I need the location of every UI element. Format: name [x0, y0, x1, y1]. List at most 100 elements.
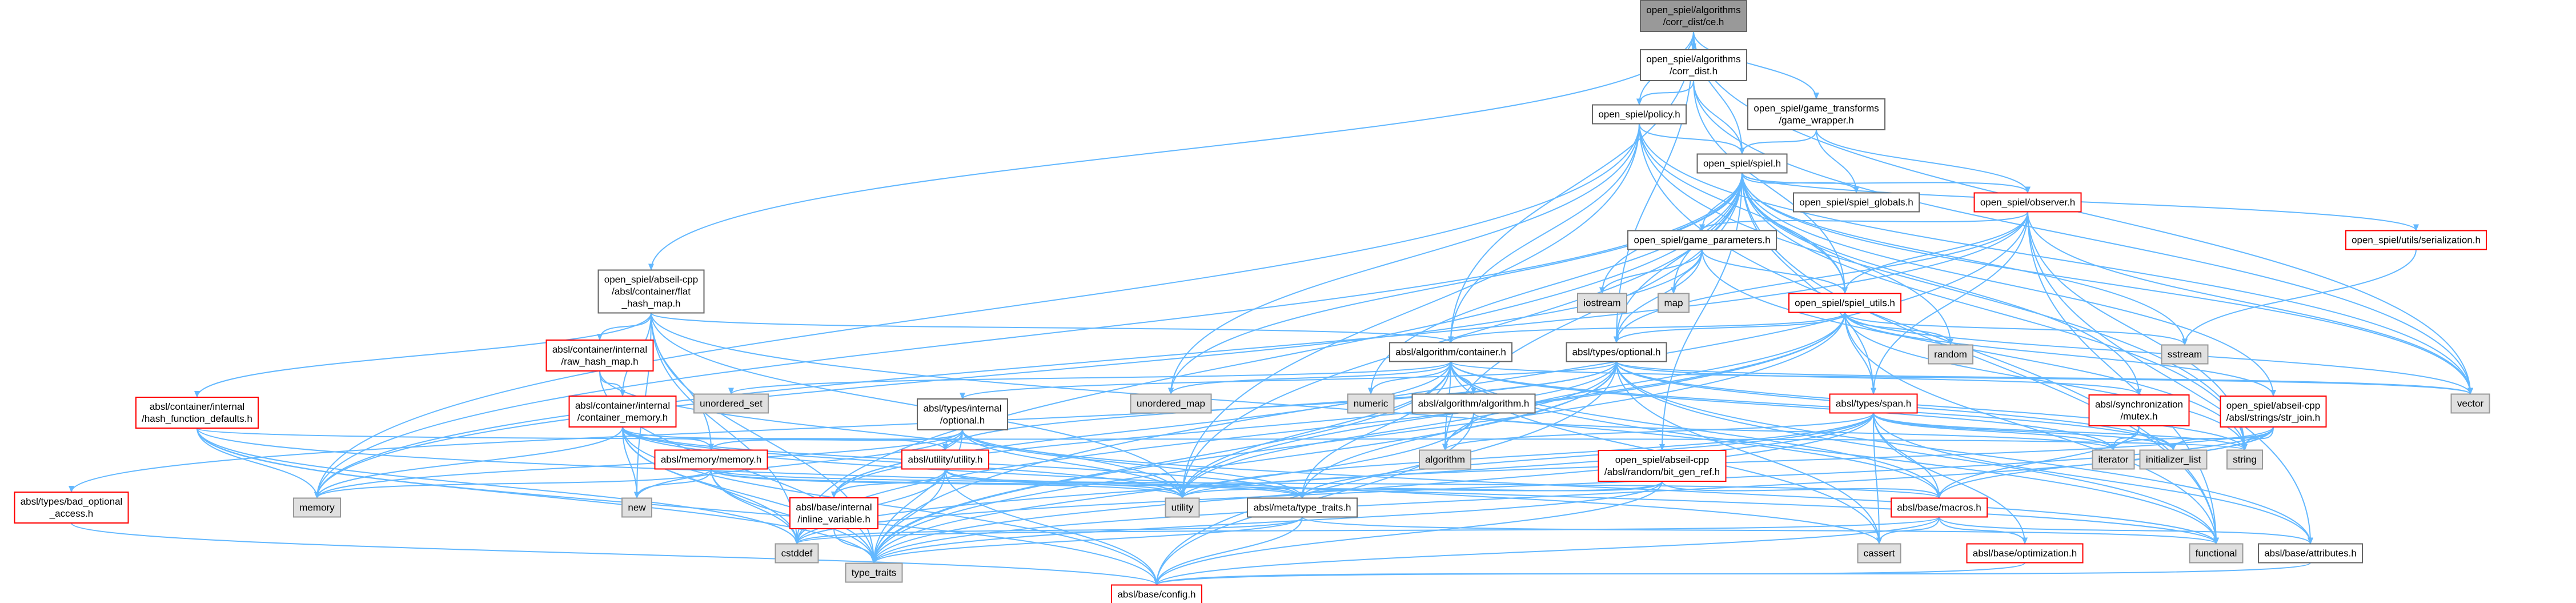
node-box — [1973, 192, 2082, 213]
edge-memory-memory-to-meta-type-traits — [711, 468, 1305, 499]
node-serialization[interactable]: open_spiel/utils/serialization.h — [2345, 230, 2487, 250]
edge-bit-gen-ref-to-s-utility — [1179, 481, 1663, 499]
node-box — [2220, 396, 2327, 428]
edge-raw-hash-map-to-container-memory — [599, 370, 625, 397]
edge-types-optional-to-base-attributes — [1616, 361, 2313, 545]
edge-observer-to-types-span — [1871, 211, 2028, 395]
edge-algorithm-container-to-s-unordered-map — [1168, 361, 1451, 395]
node-inline-variable[interactable]: absl/base/internal/inline_variable.h — [789, 497, 878, 529]
node-label: absl/base/optimization.h — [1973, 548, 2077, 559]
node-label: iterator — [2098, 454, 2129, 465]
node-algorithm-h[interactable]: absl/algorithm/algorithm.h — [1411, 393, 1536, 414]
edge-observer-to-s-type-traits — [871, 211, 2028, 564]
edge-types-span-to-s-utility — [1179, 413, 1874, 499]
node-box — [2226, 449, 2263, 470]
node-types-span[interactable]: absl/types/span.h — [1829, 393, 1918, 414]
edge-ce-to-flat-hash-map — [648, 31, 1694, 271]
edge-types-span-to-base-attributes — [1873, 413, 2313, 545]
edge-types-optional-to-s-functional — [1616, 361, 2219, 545]
edge-types-optional-to-s-type-traits — [871, 361, 1617, 564]
edge-spiel-utils-to-s-sstream — [1844, 312, 2188, 346]
edge-spiel-to-mutex — [1742, 173, 2142, 396]
node-box — [1747, 98, 1885, 130]
edge-bad-optional-to-base-config — [71, 522, 1159, 586]
node-s-algorithm: algorithm — [1419, 449, 1471, 470]
node-label: open_spiel/abseil-cpp — [1615, 454, 1709, 465]
node-box — [2161, 344, 2209, 365]
node-str-join[interactable]: open_spiel/abseil-cpp/absl/strings/str_j… — [2220, 396, 2327, 428]
node-internal-optional[interactable]: absl/types/internal/optional.h — [917, 398, 1008, 430]
node-box — [2450, 393, 2490, 414]
node-label: absl/algorithm/algorithm.h — [1418, 398, 1530, 409]
node-label: new — [628, 502, 646, 513]
node-label: map — [1664, 298, 1683, 309]
node-label: absl/utility/utility.h — [908, 454, 982, 465]
node-policy[interactable]: open_spiel/policy.h — [1592, 104, 1687, 125]
edge-algorithm-container-to-s-unordered-set — [728, 361, 1451, 395]
edge-observer-to-s-functional — [2027, 211, 2219, 545]
node-base-attributes[interactable]: absl/base/attributes.h — [2258, 543, 2363, 564]
node-container-memory[interactable]: absl/container/internal/container_memory… — [568, 396, 677, 428]
edge-base-macros-to-s-cassert — [1876, 517, 1940, 545]
node-flat-hash-map[interactable]: open_spiel/abseil-cpp/absl/container/fla… — [597, 269, 705, 314]
node-box — [1247, 497, 1358, 518]
node-label: absl/memory/memory.h — [661, 454, 761, 465]
edge-corr-dist-to-policy — [1636, 80, 1694, 106]
node-s-string: string — [2226, 449, 2263, 470]
node-utility-utility[interactable]: absl/utility/utility.h — [901, 449, 989, 470]
node-bad-optional[interactable]: absl/types/bad_optional_access.h — [14, 492, 129, 524]
edge-container-memory-to-s-memory — [314, 426, 623, 499]
node-box — [1658, 293, 1690, 313]
node-game-wrapper[interactable]: open_spiel/game_transforms/game_wrapper.… — [1747, 98, 1885, 130]
edge-observer-to-base-attributes — [2027, 211, 2313, 545]
node-corr-dist[interactable]: open_spiel/algorithms/corr_dist.h — [1640, 49, 1747, 81]
node-s-unordered-map: unordered_map — [1130, 393, 1212, 414]
node-label: _hash_map.h — [621, 298, 680, 309]
node-mutex[interactable]: absl/synchronization/mutex.h — [2088, 394, 2190, 426]
node-label: absl/types/bad_optional — [21, 496, 123, 507]
node-label: absl/meta/type_traits.h — [1253, 502, 1351, 513]
node-spiel-globals[interactable]: open_spiel/spiel_globals.h — [1793, 192, 1920, 213]
node-types-optional[interactable]: absl/types/optional.h — [1566, 342, 1667, 362]
edge-memory-memory-to-s-new — [634, 469, 712, 499]
node-s-iostream: iostream — [1577, 293, 1627, 313]
edge-observer-to-s-memory — [314, 211, 2028, 499]
node-raw-hash-map[interactable]: absl/container/internal/raw_hash_map.h — [545, 340, 654, 372]
node-memory-memory[interactable]: absl/memory/memory.h — [654, 449, 768, 470]
node-box — [1788, 293, 1901, 313]
edge-memory-memory-to-s-memory — [314, 469, 712, 499]
node-spiel-utils[interactable]: open_spiel/spiel_utils.h — [1788, 293, 1901, 313]
node-label: /raw_hash_map.h — [561, 356, 638, 367]
node-label: /absl/strings/str_join.h — [2226, 412, 2320, 423]
edge-bit-gen-ref-to-base-macros — [1662, 481, 1942, 499]
edge-bit-gen-ref-to-base-config — [1154, 481, 1663, 586]
node-label: open_spiel/policy.h — [1598, 109, 1680, 120]
edge-game-wrapper-to-spiel — [1739, 129, 1817, 155]
node-meta-type-traits[interactable]: absl/meta/type_traits.h — [1247, 497, 1358, 518]
edge-algorithm-h-to-s-iterator — [1473, 412, 2116, 451]
node-algorithm-container[interactable]: absl/algorithm/container.h — [1389, 342, 1512, 362]
node-hash-function-defaults[interactable]: absl/container/internal/hash_function_de… — [135, 397, 259, 429]
node-s-vector: vector — [2450, 393, 2490, 414]
edge-spiel-to-s-unordered-map — [1168, 173, 1743, 395]
node-ce[interactable]: open_spiel/algorithms/corr_dist/ce.h — [1640, 0, 1747, 32]
node-base-macros[interactable]: absl/base/macros.h — [1891, 497, 1988, 518]
node-label: /absl/container/flat — [612, 286, 691, 297]
node-observer[interactable]: open_spiel/observer.h — [1973, 192, 2082, 213]
node-base-config[interactable]: absl/base/config.h — [1111, 584, 1202, 603]
node-spiel[interactable]: open_spiel/spiel.h — [1696, 153, 1788, 174]
node-base-optimization[interactable]: absl/base/optimization.h — [1966, 543, 2084, 564]
edge-policy-to-spiel — [1639, 123, 1745, 155]
node-box — [2189, 543, 2244, 564]
node-label: utility — [1171, 502, 1194, 513]
node-game-parameters[interactable]: open_spiel/game_parameters.h — [1627, 230, 1777, 250]
edge-types-optional-to-mutex — [1616, 361, 2142, 396]
node-label: unordered_set — [700, 398, 763, 409]
node-label: absl/base/macros.h — [1897, 502, 1981, 513]
node-s-cassert: cassert — [1857, 543, 1901, 564]
node-bit-gen-ref[interactable]: open_spiel/abseil-cpp/absl/random/bit_ge… — [1598, 450, 1727, 482]
node-label: vector — [2457, 398, 2484, 409]
edge-internal-optional-to-meta-type-traits — [962, 429, 1305, 499]
node-box — [1696, 153, 1788, 174]
node-box — [789, 497, 878, 529]
